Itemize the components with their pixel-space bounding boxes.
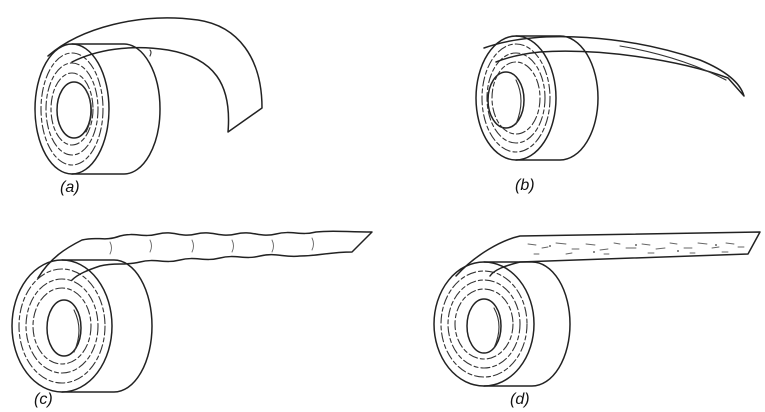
panel-a: (a) (35, 18, 262, 196)
roll-d (434, 262, 570, 386)
roll-b-windings (482, 44, 550, 152)
roll-d-windings (441, 271, 527, 377)
strip-c-crinkles (110, 238, 314, 254)
strip-c-wavy (38, 231, 372, 280)
panel-label-a: (a) (60, 179, 80, 196)
panel-c: (c) (12, 231, 372, 408)
strip-d-speckles (528, 243, 744, 254)
roll-a (35, 44, 160, 174)
panel-label-c: (c) (34, 391, 53, 408)
roll-c (12, 260, 152, 392)
panel-label-d: (d) (510, 391, 530, 408)
roll-c-windings (19, 269, 105, 383)
panel-label-b: (b) (515, 177, 535, 194)
roll-a-windings (41, 53, 103, 165)
panel-b: (b) (476, 36, 744, 194)
roll-b (476, 36, 598, 160)
panel-d: (d) (434, 232, 760, 408)
